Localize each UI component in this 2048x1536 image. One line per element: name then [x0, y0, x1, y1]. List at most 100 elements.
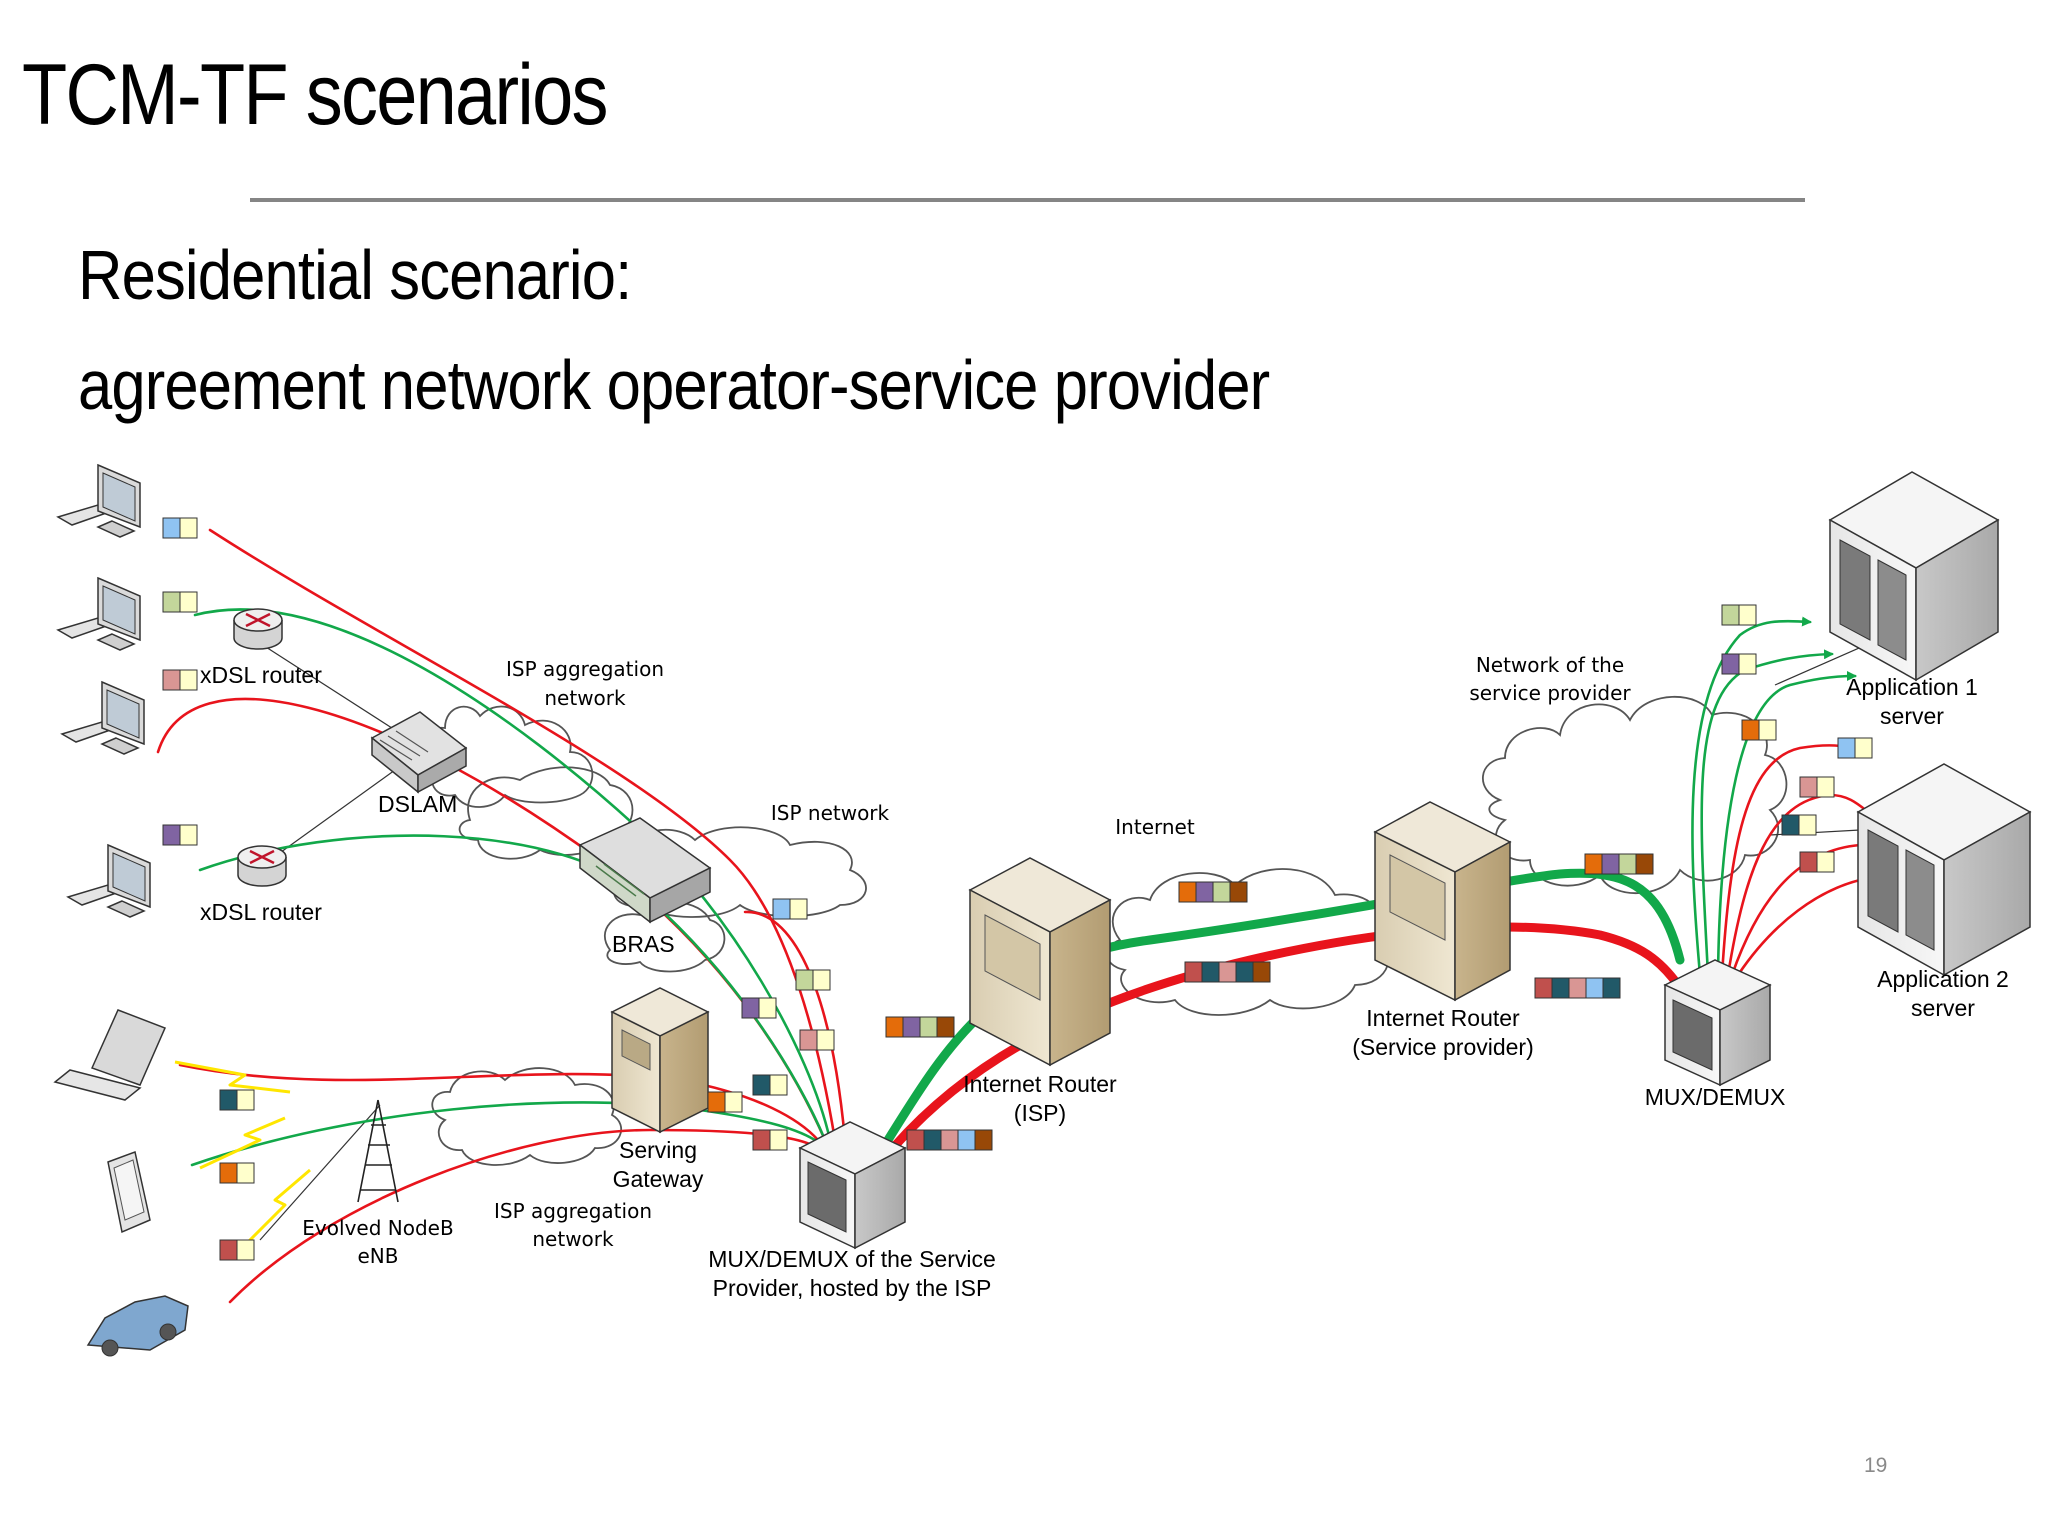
app2-label-2: server — [1911, 995, 1975, 1021]
packet-icon — [940, 1129, 959, 1151]
packet-icon — [1184, 961, 1203, 983]
packet-icon — [1602, 977, 1621, 999]
car-icon — [86, 1295, 189, 1357]
cell-tower-icon — [357, 1099, 399, 1203]
packet-icon — [219, 1162, 238, 1184]
packet-icon — [1741, 719, 1760, 741]
mux-sp-label-2: Provider, hosted by the ISP — [713, 1275, 992, 1301]
title-divider — [250, 198, 1805, 202]
packet-icon — [752, 1074, 771, 1096]
internet-router-isp-label-2: (ISP) — [1014, 1100, 1066, 1126]
dslam-label: DSLAM — [378, 791, 457, 817]
isp-aggregation-top-label-1: ISP aggregation — [506, 657, 664, 681]
packet-icon — [162, 669, 181, 691]
packet-icon — [219, 1089, 238, 1111]
packet-icon — [1837, 737, 1856, 759]
isp-aggregation-cloud-top — [422, 705, 594, 808]
serving-gateway-label-1: Serving — [619, 1137, 697, 1163]
packet-icon — [1195, 881, 1214, 903]
app2-label-1: Application 2 — [1877, 966, 2009, 992]
packet-icon — [179, 591, 198, 613]
packet-icon — [816, 1029, 835, 1051]
network-sp-label-1: Network of the — [1476, 653, 1624, 677]
packet-icon — [1758, 719, 1777, 741]
server-tower-icon — [968, 857, 1112, 1067]
isp-aggregation-cloud-bottom — [431, 1067, 623, 1166]
packet-icon — [1212, 881, 1231, 903]
packet-icon — [1534, 977, 1553, 999]
packet-icon — [236, 1162, 255, 1184]
subtitle-line-2: agreement network operator-service provi… — [78, 346, 1270, 424]
packet-icon — [885, 1016, 904, 1038]
packet-icon — [1799, 851, 1818, 873]
packet-icon — [799, 1029, 818, 1051]
packet-icon — [179, 517, 198, 539]
internet-router-sp-label-2: (Service provider) — [1352, 1034, 1534, 1060]
isp-aggregation-top-label-2: network — [544, 686, 626, 710]
flow-red-1 — [208, 528, 837, 1142]
packet-icon — [162, 517, 181, 539]
enb-label-1: Evolved NodeB — [302, 1216, 453, 1240]
packet-icon — [219, 1239, 238, 1261]
serving-gateway-label-2: Gateway — [613, 1166, 704, 1192]
packet-icon — [769, 1074, 788, 1096]
bras-label: BRAS — [612, 931, 675, 957]
packet-icon — [772, 898, 791, 920]
flow-red-3 — [743, 910, 847, 1142]
packet-icon — [1601, 853, 1620, 875]
packet-icon — [974, 1129, 993, 1151]
packet-icon — [1816, 851, 1835, 873]
packet-icon — [769, 1129, 788, 1151]
app1-label-1: Application 1 — [1846, 674, 1978, 700]
packet-icon — [902, 1016, 921, 1038]
mux-demux-label: MUX/DEMUX — [1645, 1084, 1786, 1110]
xdsl-router-top-label: xDSL router — [200, 662, 322, 688]
packet-icon — [1635, 853, 1654, 875]
packet-icon — [1229, 881, 1248, 903]
packet-icon — [1178, 881, 1197, 903]
enb-label-2: eNB — [358, 1244, 399, 1268]
packet-icon — [957, 1129, 976, 1151]
packet-icon — [936, 1016, 955, 1038]
packet-icon — [795, 969, 814, 991]
isp-aggregation-bottom-label-1: ISP aggregation — [494, 1199, 652, 1223]
page-number: 19 — [1864, 1454, 1888, 1477]
packet-icon — [741, 997, 760, 1019]
isp-aggregation-bottom-label-2: network — [532, 1227, 614, 1251]
packet-icon — [1854, 737, 1873, 759]
packet-icon — [1585, 977, 1604, 999]
subtitle-line-1: Residential scenario: — [78, 236, 632, 314]
router-icon — [232, 607, 288, 888]
packet-icon — [758, 997, 777, 1019]
packet-icon — [1235, 961, 1254, 983]
packet-icon — [1618, 853, 1637, 875]
packet-icon — [1584, 853, 1603, 875]
packet-icon — [179, 824, 198, 846]
dslam-switch-icon — [370, 711, 468, 794]
packet-icon — [752, 1129, 771, 1151]
packet-icon — [906, 1129, 925, 1151]
flow-green-1 — [193, 608, 832, 1142]
packet-icon — [1816, 776, 1835, 798]
packet-icon — [1798, 814, 1817, 836]
desktop-computer-icon — [57, 464, 151, 918]
internet-router-isp-label-1: Internet Router — [963, 1071, 1117, 1097]
packet-icon — [724, 1091, 743, 1113]
xdsl-router-bottom-label: xDSL router — [200, 899, 322, 925]
network-sp-label-2: service provider — [1469, 681, 1631, 705]
server-tower-icon — [610, 987, 710, 1134]
service-provider-cloud — [1482, 695, 1788, 895]
slide-title: TCM-TF scenarios — [22, 47, 608, 143]
packet-icon — [236, 1239, 255, 1261]
server-tower-icon — [1373, 801, 1512, 1002]
packet-icon — [1738, 653, 1757, 675]
application-server-icon — [1828, 471, 2000, 682]
packet-layer — [162, 517, 1873, 1261]
packet-icon — [1799, 776, 1818, 798]
mux-box-icon — [798, 1121, 907, 1250]
packet-icon — [919, 1016, 938, 1038]
bras-icon — [578, 817, 712, 924]
packet-icon — [1781, 814, 1800, 836]
packet-icon — [923, 1129, 942, 1151]
